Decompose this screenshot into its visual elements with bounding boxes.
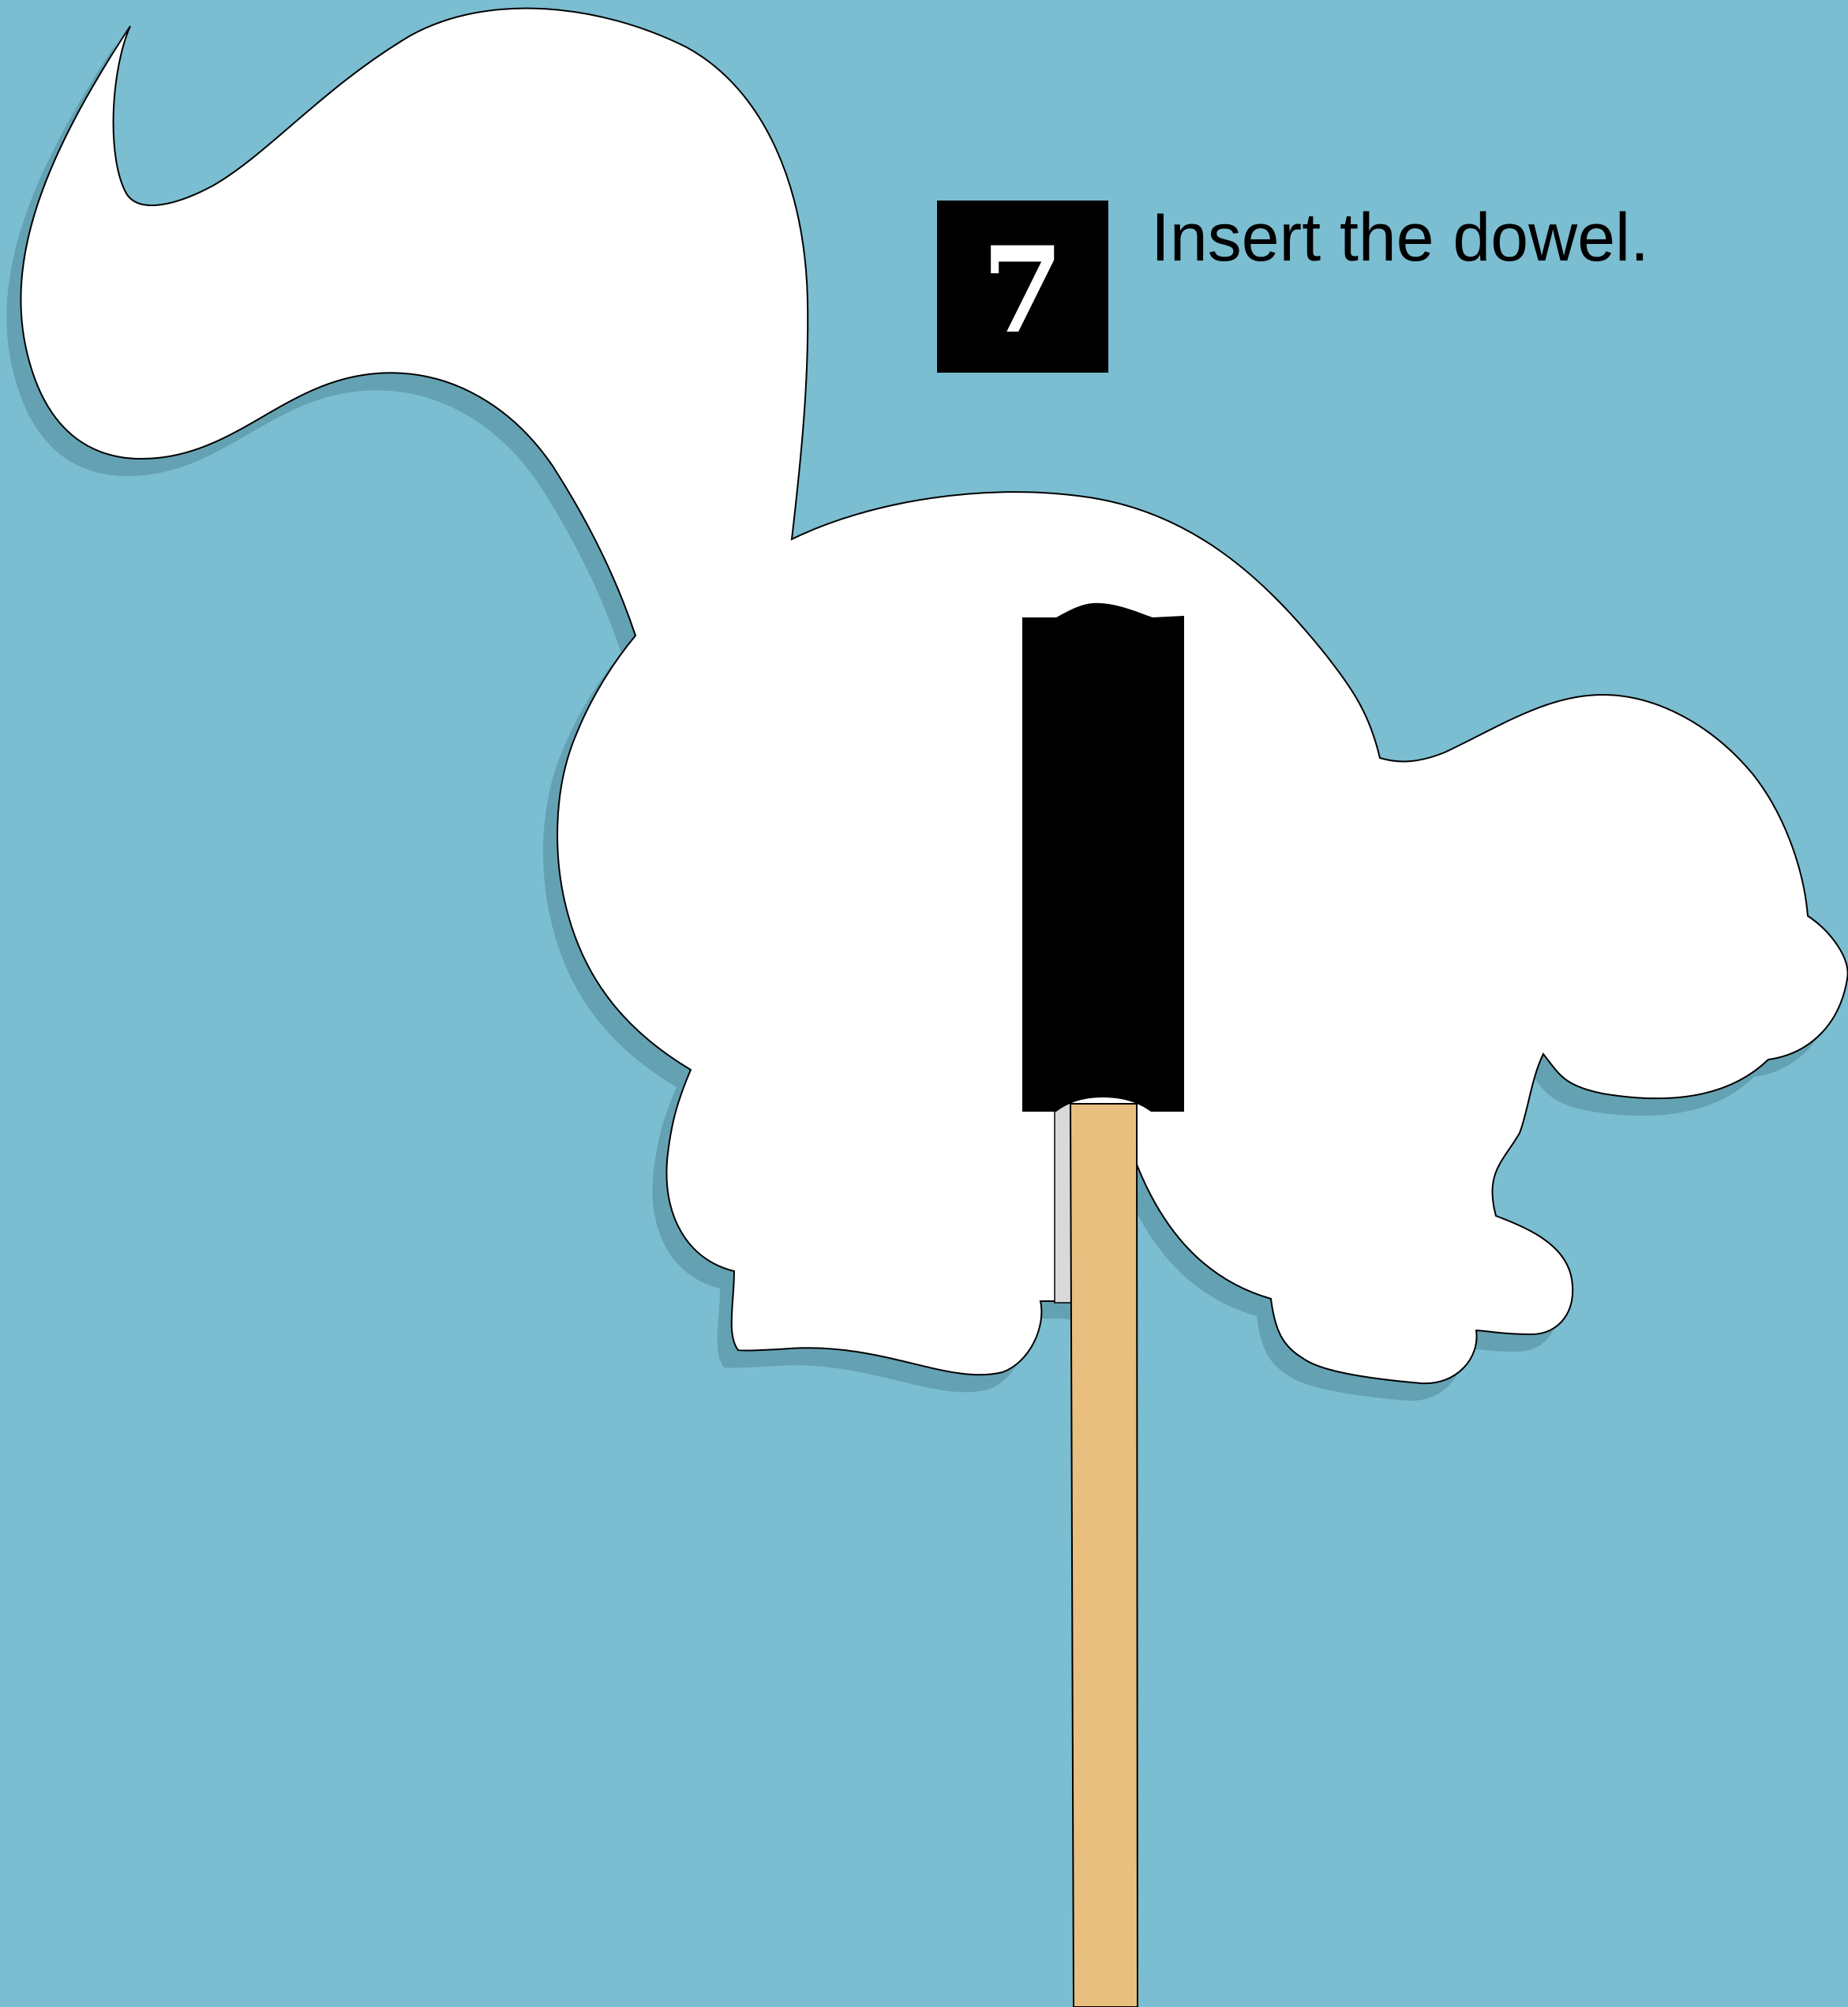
step-instruction: Insert the dowel. [1151, 197, 1649, 279]
dowel-pocket [1022, 603, 1184, 1112]
step-number-badge: 7 [937, 201, 1108, 373]
step-number: 7 [981, 231, 1063, 350]
wooden-dowel [1070, 1104, 1138, 2007]
dowel-edge [1055, 1101, 1072, 1303]
